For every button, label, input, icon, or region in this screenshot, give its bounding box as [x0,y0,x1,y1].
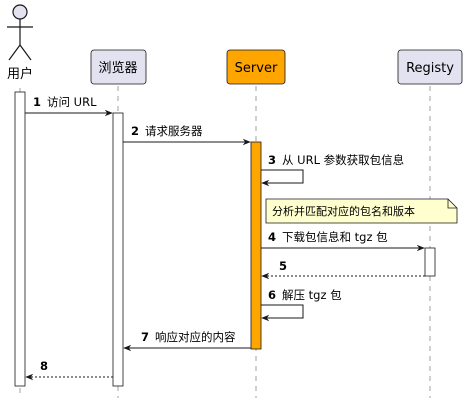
activation-browser [112,112,124,387]
actor-user-icon [7,4,33,61]
message-5-label: 5 [279,259,287,273]
participant-server-label: Server [235,61,278,76]
participant-registry-label: Registy [406,61,454,76]
message-8-label: 8 [40,359,48,373]
activation-server [250,141,262,350]
participant-browser-box [90,49,147,85]
activation-registry [424,247,436,277]
message-6-arrow [261,304,304,322]
participant-browser-label: 浏览器 [98,60,137,76]
note-box [265,198,458,224]
participant-registry-box [397,49,463,85]
participant-user-label: 用户 [7,66,33,82]
note-fold [447,199,457,209]
message-3-arrow [261,169,304,187]
activation-user [14,91,26,387]
note-text: 分析并匹配对应的包名和版本 [272,204,415,218]
participant-server-box [226,49,286,85]
